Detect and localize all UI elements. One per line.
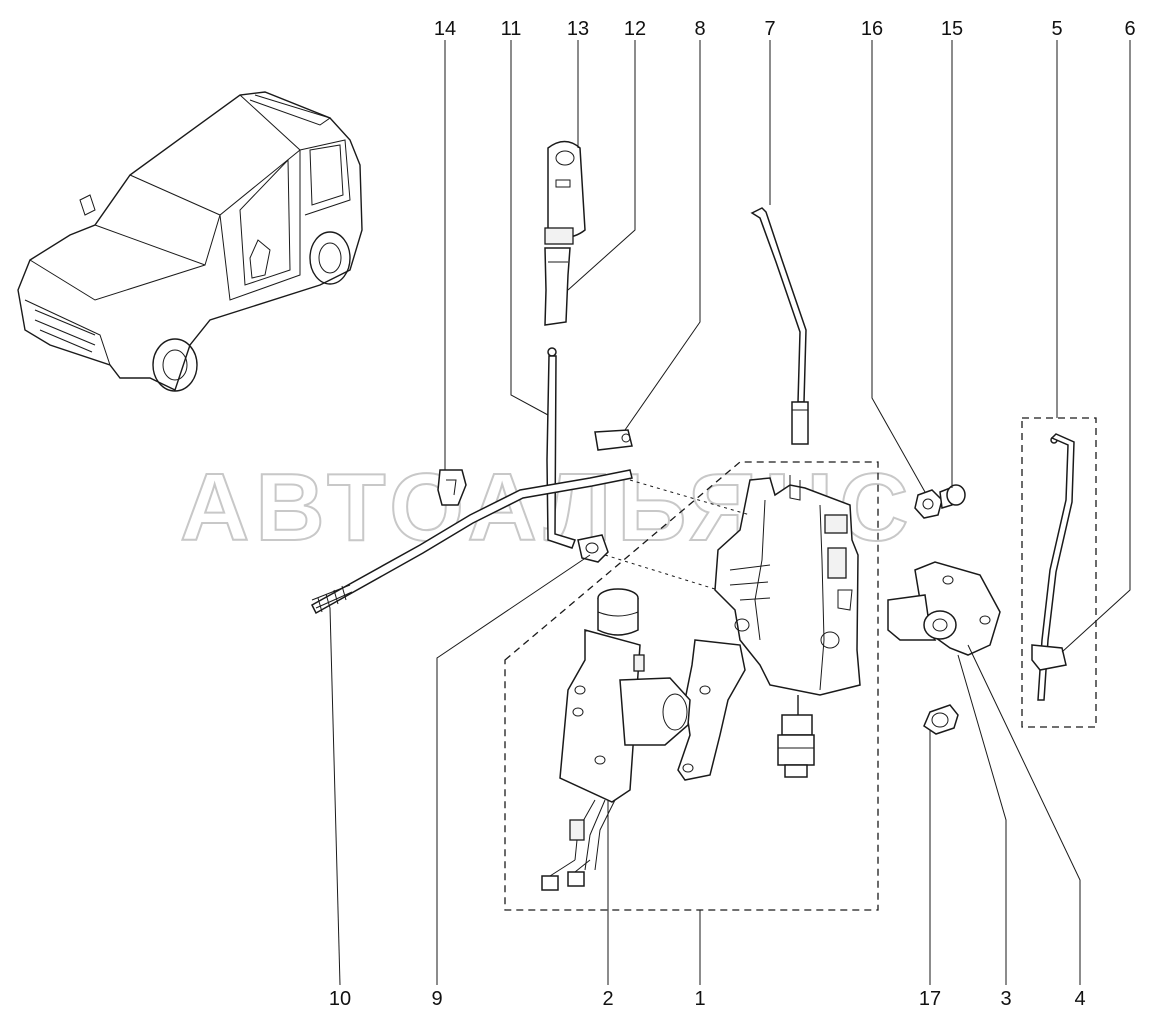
callout-6: 6 (1124, 18, 1135, 40)
part-10-handle-rod (311, 469, 633, 615)
callout-1: 1 (694, 988, 705, 1010)
callout-4: 4 (1074, 988, 1085, 1010)
part-6-rod-clip (1031, 644, 1067, 671)
callout-10: 10 (329, 988, 351, 1010)
part-13-key-cover (544, 140, 586, 245)
part-5-group-box (1021, 417, 1097, 728)
part-16-bushing (914, 489, 943, 519)
part-8-connector (594, 429, 633, 451)
callout-11: 11 (501, 18, 522, 40)
callout-5: 5 (1051, 18, 1062, 40)
part-14-rod-clip (437, 469, 467, 506)
part-3-4-striker (887, 561, 1001, 656)
part-15-screw (939, 484, 966, 509)
callout-9: 9 (431, 988, 442, 1010)
part-1-lock-body (714, 475, 861, 696)
callout-labels: 14 11 13 12 8 7 16 15 5 6 10 9 2 1 17 3 … (329, 18, 1136, 1010)
vehicle-thumbnail (17, 91, 363, 392)
part-5-rod (1037, 433, 1075, 701)
lock-mounting-bracket (677, 639, 746, 781)
alignment-lines (604, 479, 751, 591)
callout-13: 13 (567, 18, 589, 40)
lock-electrical-connector (777, 695, 815, 778)
callout-14: 14 (434, 18, 456, 40)
callout-2: 2 (602, 988, 613, 1010)
callout-17: 17 (919, 988, 941, 1010)
callout-3: 3 (1000, 988, 1011, 1010)
callout-15: 15 (941, 18, 963, 40)
part-17-screw (923, 704, 959, 735)
callout-16: 16 (861, 18, 883, 40)
part-11-rod (546, 347, 576, 549)
leader-lines (329, 40, 1131, 986)
part-12-cylinder-lever (544, 247, 571, 326)
assembly-1-group-box (504, 461, 879, 911)
part-2-lock-actuator (541, 588, 691, 891)
callout-12: 12 (624, 18, 646, 40)
callout-7: 7 (764, 18, 775, 40)
part-7-lock-rod (750, 207, 809, 445)
callout-8: 8 (694, 18, 705, 40)
part-9-rod-clip (577, 534, 609, 563)
